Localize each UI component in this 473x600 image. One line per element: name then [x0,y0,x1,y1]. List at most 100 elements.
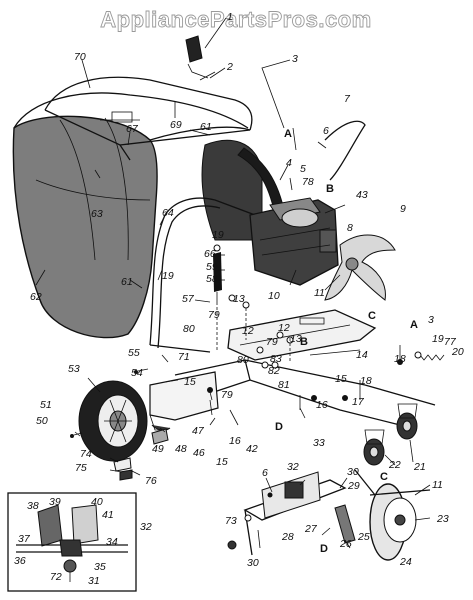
callout-A-top: A [284,128,292,140]
callout-8: 8 [347,222,353,234]
callout-13-a: 13 [233,293,245,305]
callout-29: 29 [347,480,360,492]
callout-77: 77 [444,336,457,348]
watermark-text: AppliancePartsPros.com [100,7,371,32]
callout-12-b: 12 [242,325,254,337]
callout-20: 20 [451,346,464,358]
callout-5: 5 [300,163,306,175]
callout-3-right: 3 [428,314,434,326]
callout-30-a: 30 [347,466,359,478]
bag-frame [44,76,253,161]
callout-28: 28 [281,531,294,543]
callout-61-left: 61 [121,276,133,288]
callout-C-right: C [368,310,376,322]
handle-frame [149,197,256,353]
callout-82: 82 [268,365,280,377]
callout-66: 66 [204,248,216,260]
leader-lines [35,17,431,549]
callout-3: 3 [292,53,298,65]
detail-inset [7,492,137,592]
callout-32-inset: 32 [140,521,152,533]
callout-51: 51 [40,399,52,411]
callout-22: 22 [388,459,401,471]
callout-11-a: 11 [314,287,325,299]
callout-72: 72 [50,571,62,583]
callout-62: 62 [30,291,42,303]
callout-D-bottom: D [320,543,328,555]
callout-79-a: 79 [208,309,220,321]
callout-43: 43 [356,189,368,201]
callout-37: 37 [18,533,31,545]
callout-19-c: 19 [432,333,444,345]
callout-64: 64 [162,207,174,219]
callout-23: 23 [436,513,449,525]
callout-79-c: 79 [221,389,233,401]
callout-36: 36 [14,555,26,567]
callout-6-bottom: 6 [262,467,268,479]
callout-31: 31 [88,575,100,587]
callout-70: 70 [74,51,86,63]
callout-41: 41 [102,509,114,521]
callout-39: 39 [49,496,61,508]
callout-73: 73 [225,515,237,527]
collection-bag [12,92,251,339]
callout-80-a: 80 [183,323,195,335]
callout-55: 55 [128,347,140,359]
callout-25: 25 [357,531,370,543]
height-adjuster-assembly [227,471,356,556]
drive-belt [317,120,366,181]
callout-61-top: 61 [200,121,212,133]
callout-2: 2 [226,61,233,73]
axle-frame [174,359,436,426]
callout-76: 76 [145,475,157,487]
callout-67: 67 [126,123,139,135]
callout-74: 74 [80,448,92,460]
callout-11-b: 11 [432,479,443,491]
callout-80-b: 80 [237,354,249,366]
callout-19-b: 19 [162,270,174,282]
callout-17: 17 [352,396,365,408]
callout-18-b: 18 [360,375,372,387]
callout-54: 54 [131,367,143,379]
callout-18-a: 18 [394,353,406,365]
callout-21: 21 [413,461,426,473]
callout-75: 75 [75,462,87,474]
callout-15-a: 15 [184,376,196,388]
callout-47: 47 [192,425,205,437]
callout-15-c: 15 [216,456,228,468]
callout-78: 78 [302,176,314,188]
callout-D-mid: D [275,421,283,433]
callout-13-b: 13 [290,333,302,345]
rear-wheel [78,380,148,462]
wheel-bracket [149,371,219,431]
callout-9: 9 [400,203,406,215]
callout-16-b: 16 [229,435,241,447]
callout-79-b: 79 [266,336,278,348]
front-casters [363,403,418,466]
callout-6-top: 6 [323,125,329,137]
callout-49: 49 [152,443,164,455]
impeller-fan [324,234,396,301]
callout-58: 58 [206,273,218,285]
callout-81: 81 [278,379,290,391]
callout-26: 26 [339,538,352,550]
callout-63: 63 [91,208,103,220]
callout-59: 59 [206,261,218,273]
callout-1: 1 [227,11,233,23]
callout-46: 46 [193,447,205,459]
callout-71: 71 [178,351,190,363]
callout-32-main: 32 [287,461,299,473]
callout-69: 69 [170,119,182,131]
callout-30-b: 30 [247,557,259,569]
callout-14: 14 [356,349,368,361]
callout-7: 7 [344,93,351,105]
engine [249,197,339,286]
callout-34: 34 [106,536,118,548]
callout-27: 27 [304,523,318,535]
edger-wheel [354,469,431,561]
callout-33: 33 [313,437,325,449]
callout-B-top: B [326,183,334,195]
callout-48: 48 [175,443,187,455]
callout-50: 50 [36,415,48,427]
